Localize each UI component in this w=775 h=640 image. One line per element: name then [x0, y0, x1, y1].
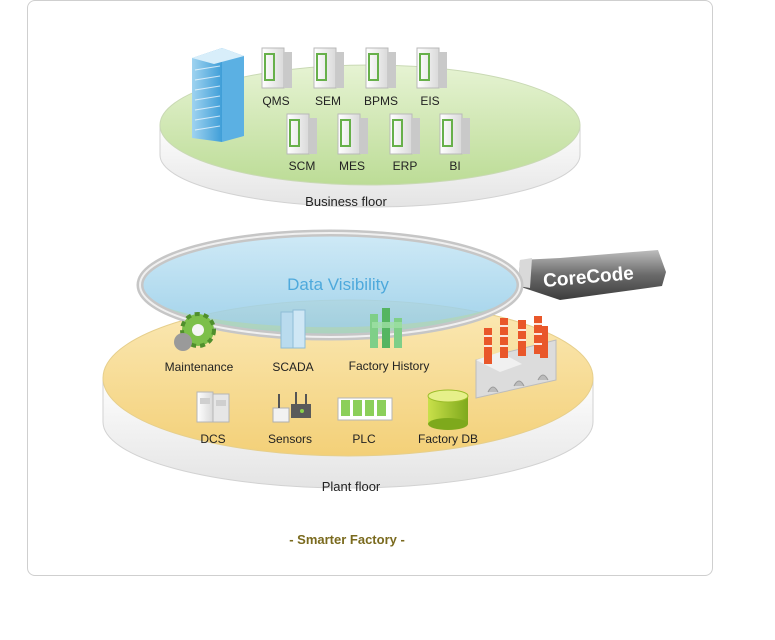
- server-mes-icon: [337, 113, 368, 155]
- database-icon: [427, 389, 469, 430]
- office-tower-icon: [192, 48, 244, 142]
- factory-plant-icon: [475, 316, 557, 399]
- system-label-sem: SEM: [315, 94, 341, 108]
- plant-label-scada: SCADA: [272, 360, 313, 374]
- factory-history-icon: [370, 308, 402, 348]
- gear-icon: [174, 312, 216, 351]
- plant-label-factory-db: Factory DB: [418, 432, 478, 446]
- server-scm-icon: [286, 113, 317, 155]
- dcs-icon: [196, 391, 230, 423]
- plant-floor-label: Plant floor: [322, 479, 381, 494]
- server-bpms-icon: [365, 47, 396, 89]
- system-label-mes: MES: [339, 159, 365, 173]
- data-visibility-label: Data Visibility: [287, 275, 389, 294]
- system-label-scm: SCM: [289, 159, 316, 173]
- system-label-bpms: BPMS: [364, 94, 398, 108]
- server-sem-icon: [313, 47, 344, 89]
- system-label-qms: QMS: [262, 94, 289, 108]
- server-bi-icon: [439, 113, 470, 155]
- plant-label-plc: PLC: [352, 432, 376, 446]
- system-label-erp: ERP: [393, 159, 418, 173]
- server-eis-icon: [416, 47, 447, 89]
- server-erp-icon: [389, 113, 420, 155]
- plant-label-factory-history: Factory History: [349, 359, 430, 373]
- sensors-icon: [272, 392, 311, 423]
- plant-label-sensors: Sensors: [268, 432, 312, 446]
- business-floor-disc: [159, 64, 581, 208]
- business-floor-label: Business floor: [305, 194, 387, 209]
- magnifier-lens: [136, 229, 524, 341]
- plant-label-maintenance: Maintenance: [165, 360, 234, 374]
- system-label-eis: EIS: [420, 94, 439, 108]
- system-label-bi: BI: [449, 159, 460, 173]
- plc-icon: [337, 397, 393, 421]
- server-qms-icon: [261, 47, 292, 89]
- diagram-caption: - Smarter Factory -: [289, 532, 405, 547]
- plant-label-dcs: DCS: [200, 432, 225, 446]
- scada-icon: [280, 309, 306, 349]
